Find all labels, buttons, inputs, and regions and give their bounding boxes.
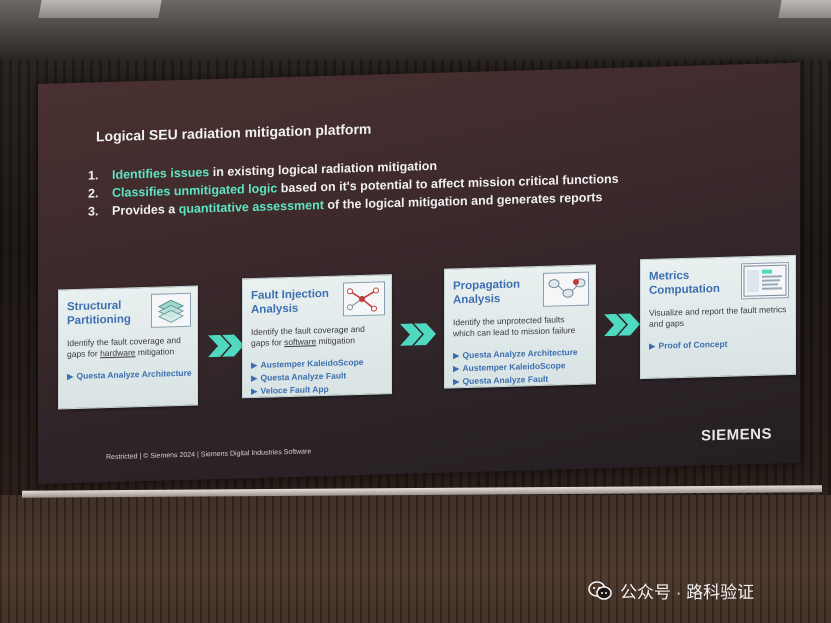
siemens-logo: SIEMENS <box>700 425 772 445</box>
desc-text: Visualize and report the fault metrics a… <box>649 304 787 329</box>
step-title: Metrics Computation <box>649 269 720 297</box>
point-text-pre: Provides a <box>112 202 179 218</box>
desc-underlined: software <box>284 336 317 348</box>
point-number: 1. <box>88 168 99 183</box>
step-description: Identify the fault coverage and gaps for… <box>67 335 191 360</box>
triangle-bullet-icon: ▶ <box>453 376 460 387</box>
step-title: Fault Injection Analysis <box>251 287 329 317</box>
desc-text: mitigation <box>316 335 355 347</box>
process-flow: Structural Partitioning Identify the fau… <box>58 254 798 410</box>
tool-label: Questa Analyze Fault <box>260 370 347 383</box>
point-number: 3. <box>88 204 99 219</box>
lower-wall <box>0 495 831 623</box>
step-description: Visualize and report the fault metrics a… <box>649 304 787 330</box>
ceiling-light <box>778 0 831 18</box>
layers-icon <box>151 292 191 328</box>
triangle-bullet-icon: ▶ <box>251 372 258 384</box>
step-card-fault-injection: Fault Injection Analysis <box>242 274 392 399</box>
desc-text: mitigation <box>135 346 175 358</box>
tool-item: ▶Questa Analyze Architecture <box>67 367 197 384</box>
desc-text: Identify the unprotected faults which ca… <box>453 314 576 339</box>
point-highlight: quantitative assessment <box>178 198 324 217</box>
step-description: Identify the fault coverage and gaps for… <box>251 323 383 349</box>
slide-footer: Restricted | © Siemens 2024 | Siemens Di… <box>106 448 312 462</box>
triangle-bullet-icon: ▶ <box>649 340 656 351</box>
triangle-bullet-icon: ▶ <box>453 350 460 361</box>
step-description: Identify the unprotected faults which ca… <box>453 314 587 340</box>
tool-label: Austemper KaleidoScope <box>462 360 566 374</box>
step-card-propagation-analysis: Propagation Analysis Identify the unprot… <box>444 264 596 389</box>
point-text: in existing logical radiation mitigation <box>209 158 438 180</box>
tool-list: ▶Questa Analyze Architecture <box>67 367 197 384</box>
ceiling-light <box>38 0 162 18</box>
projection-screen: Logical SEU radiation mitigation platfor… <box>38 62 800 484</box>
tool-item: ▶Veloce Fault App <box>251 381 381 398</box>
tool-list: ▶Proof of Concept <box>649 336 779 353</box>
step-card-metrics-computation: Metrics Computation Visualize and report… <box>640 254 796 380</box>
watermark-text: 公众号 · 路科验证 <box>620 583 755 602</box>
chevron-arrow-icon <box>400 323 436 346</box>
tool-label: Questa Analyze Architecture <box>76 367 192 381</box>
wechat-icon <box>588 580 612 600</box>
tool-label: Proof of Concept <box>658 338 728 351</box>
tool-list: ▶Austemper KaleidoScope ▶Questa Analyze … <box>251 355 381 398</box>
ceiling <box>0 0 831 60</box>
chevron-arrow-icon <box>208 334 244 358</box>
step-title: Structural Partitioning <box>67 299 131 328</box>
point-number: 2. <box>88 186 99 201</box>
triangle-bullet-icon: ▶ <box>251 385 258 397</box>
key-points: 1. Identifies issues in existing logical … <box>88 154 619 223</box>
desc-underlined: hardware <box>100 347 136 359</box>
tool-label: Austemper KaleidoScope <box>260 356 364 370</box>
propagation-graph-icon <box>543 271 589 307</box>
chevron-arrow-icon <box>604 313 640 337</box>
tool-label: Questa Analyze Architecture <box>462 346 578 361</box>
tool-item: ▶Questa Analyze Fault <box>453 372 583 389</box>
triangle-bullet-icon: ▶ <box>251 359 258 371</box>
point-highlight: Identifies issues <box>112 165 210 182</box>
step-title: Propagation Analysis <box>453 278 521 307</box>
step-card-structural-partitioning: Structural Partitioning Identify the fau… <box>58 285 198 410</box>
triangle-bullet-icon: ▶ <box>453 363 460 374</box>
report-icon <box>741 262 789 300</box>
point-highlight: Classifies unmitigated logic <box>112 181 278 200</box>
watermark: 公众号 · 路科验证 <box>588 578 754 603</box>
network-icon <box>343 281 385 317</box>
point-text: of the logical mitigation and generates … <box>323 190 603 213</box>
tool-label: Veloce Fault App <box>260 383 329 396</box>
slide-title: Logical SEU radiation mitigation platfor… <box>96 120 372 145</box>
tool-label: Questa Analyze Fault <box>462 373 549 387</box>
triangle-bullet-icon: ▶ <box>67 371 74 382</box>
tool-list: ▶Questa Analyze Architecture ▶Austemper … <box>453 346 583 389</box>
tool-item: ▶Proof of Concept <box>649 336 779 353</box>
